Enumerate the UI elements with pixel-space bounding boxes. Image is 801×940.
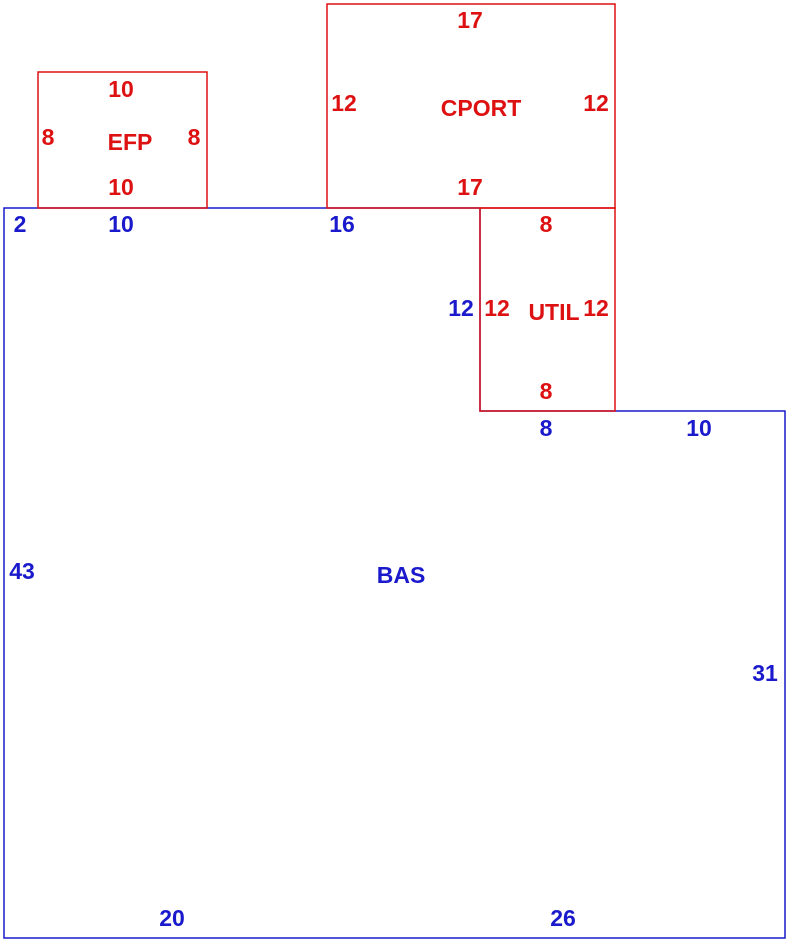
bas-dim-top-a: 2 [14,211,27,237]
util-dim-right: 12 [583,295,609,321]
util-label: UTIL [528,299,579,325]
cport-outline [326,3,616,209]
bas-dim-left: 43 [9,558,35,584]
cport-dim-right: 12 [583,90,609,116]
util-dim-bottom: 8 [540,378,553,404]
cport-dim-top: 17 [457,7,483,33]
efp-dim-top: 10 [108,76,134,102]
bas-label: BAS [377,562,426,588]
bas-dim-step-a: 8 [540,415,553,441]
cport-dim-bottom: 17 [457,174,483,200]
bas-dim-right: 31 [752,660,778,686]
efp-label: EFP [108,129,153,155]
efp-dim-bottom: 10 [108,174,134,200]
util-dim-top: 8 [540,211,553,237]
util-outline [479,207,616,412]
bas-dim-step-b: 10 [686,415,712,441]
bas-dim-bottom-a: 20 [159,905,185,931]
bas-dim-top-c: 16 [329,211,355,237]
bas-dim-util-side: 12 [448,295,474,321]
cport-label: CPORT [441,95,522,121]
efp-outline [37,71,208,209]
efp-dim-left: 8 [42,124,55,150]
util-dim-left: 12 [484,295,510,321]
efp-dim-right: 8 [188,124,201,150]
bas-dim-bottom-b: 26 [550,905,576,931]
bas-dim-top-b: 10 [108,211,134,237]
cport-dim-left: 12 [331,90,357,116]
